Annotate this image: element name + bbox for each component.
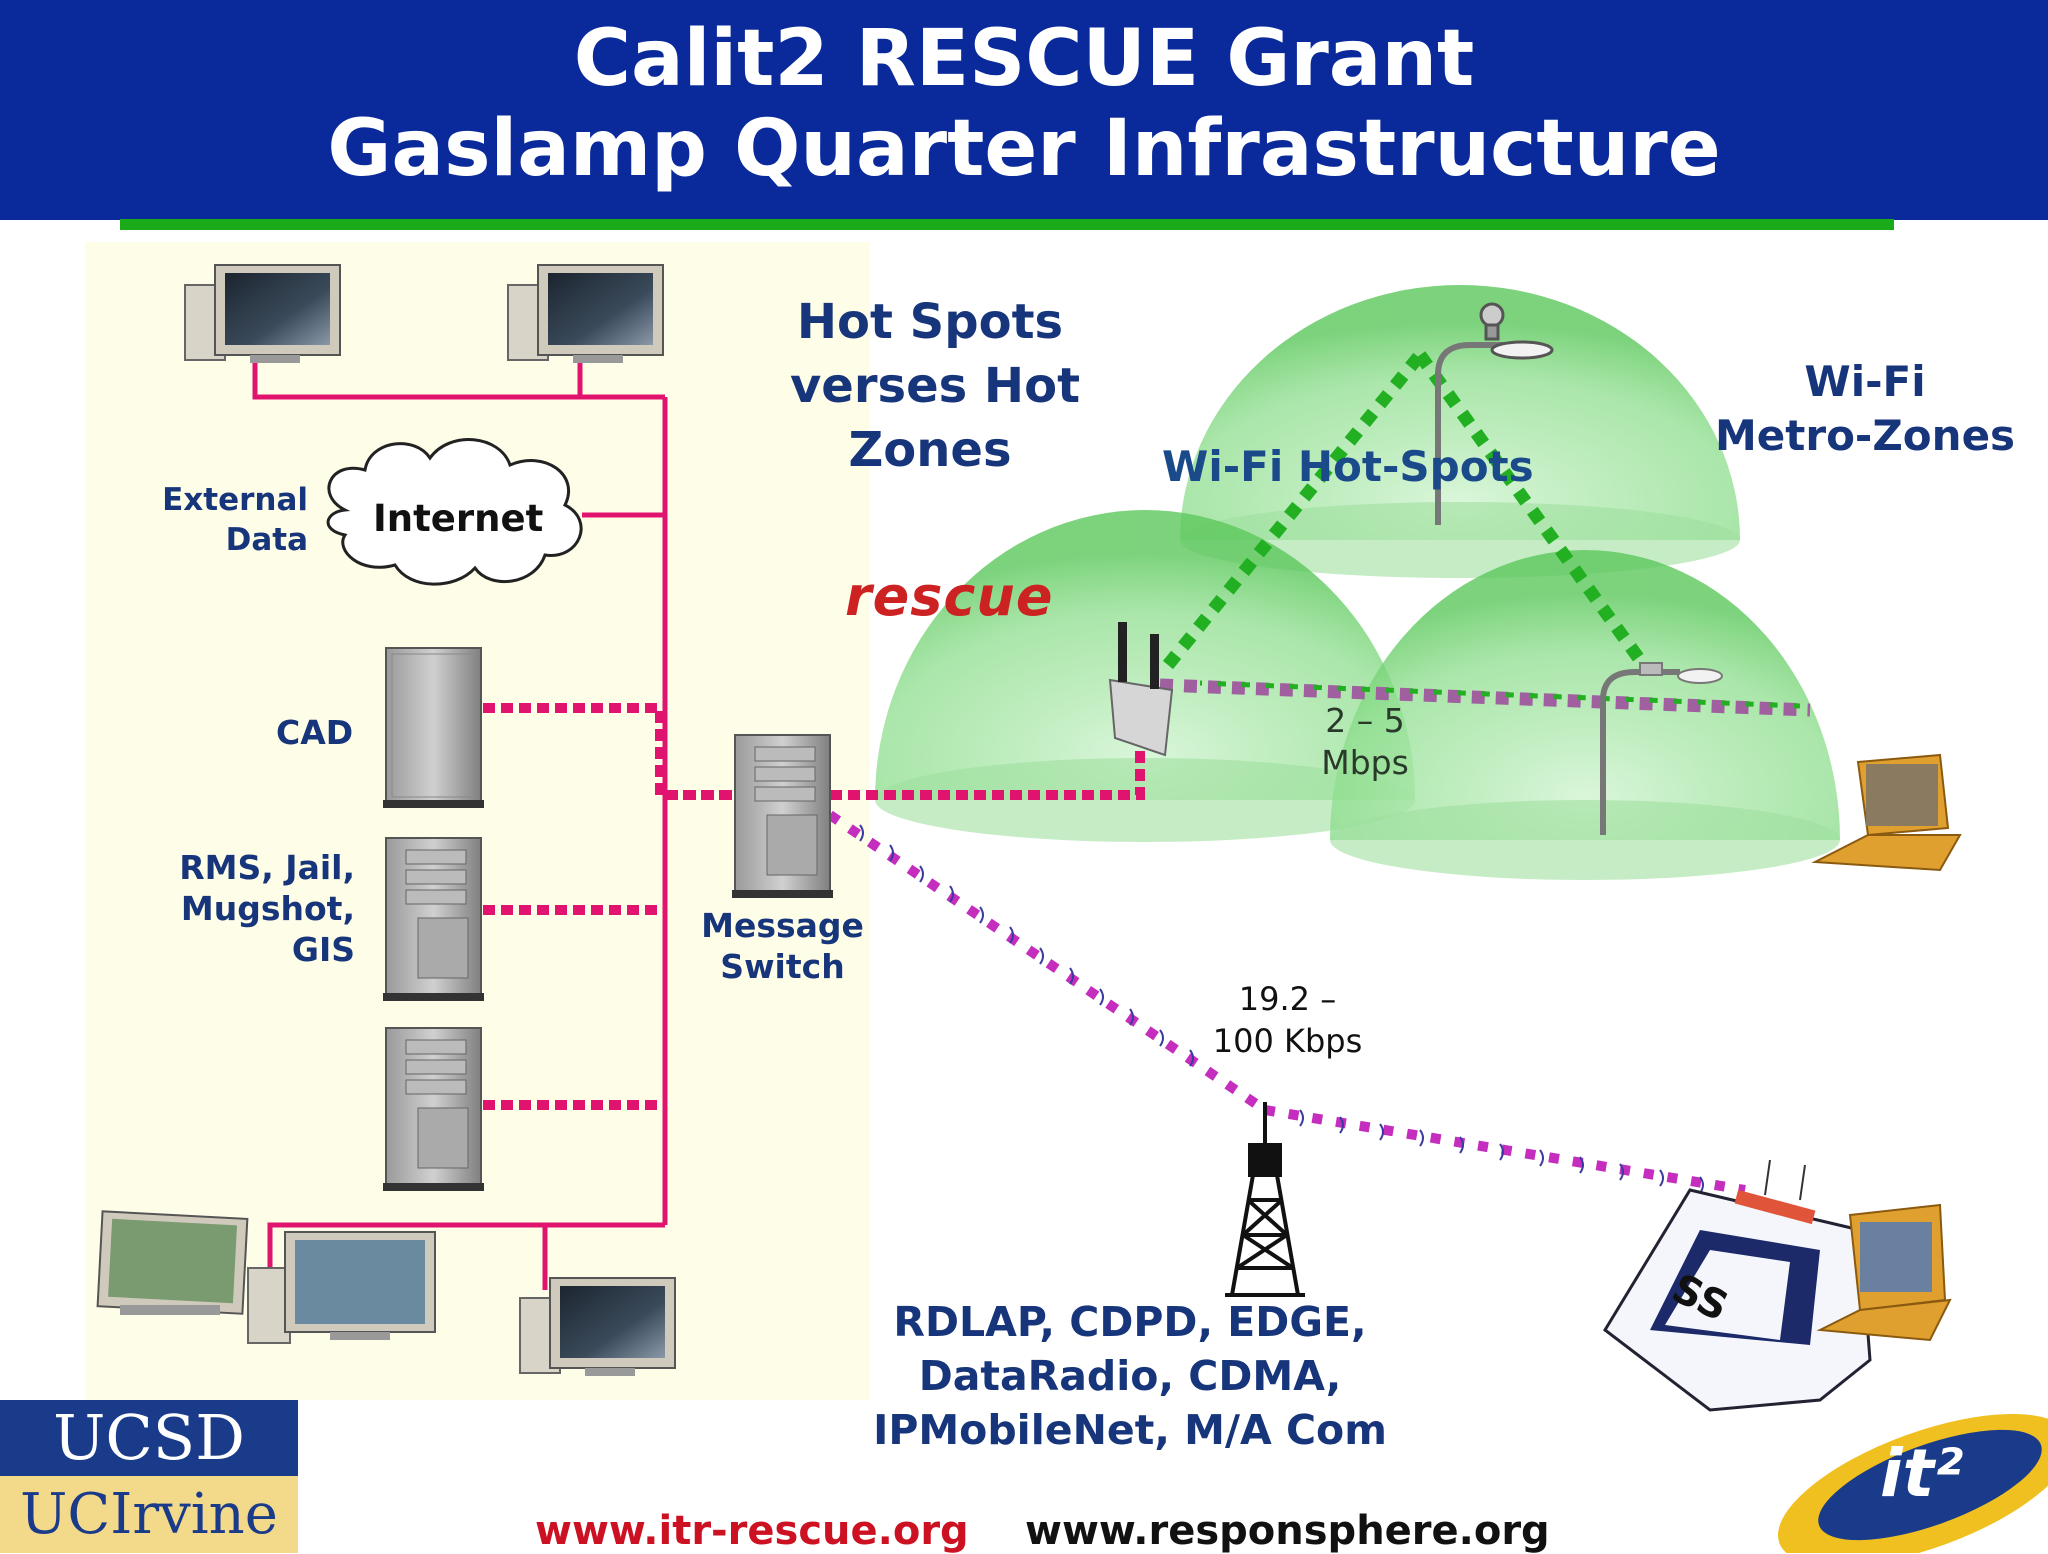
protocols-line-3: IPMobileNet, M/A Com: [873, 1406, 1387, 1454]
wifi-backhaul-line: [1159, 678, 1811, 717]
title-line-1: Calit2 RESCUE Grant: [573, 14, 1475, 104]
rms-line-3: GIS: [291, 930, 355, 969]
workstation-bottom-1: [96, 1210, 249, 1315]
ucsd-uci-logo: UCSD UCIrvine: [0, 1400, 298, 1553]
radio-wave-arcs: [859, 824, 1704, 1194]
hotspots-heading: Hot Spots verses Hot Zones: [790, 290, 1081, 482]
laptop-metro: [1811, 753, 1962, 872]
internet-label: Internet: [373, 497, 544, 540]
ucirvine-logo-text: UCIrvine: [0, 1476, 298, 1553]
cad-server: [382, 647, 485, 809]
radio-speed-label: 19.2 – 100 Kbps: [1200, 978, 1375, 1062]
wifi-access-point: [1108, 622, 1174, 757]
message-switch-line-2: Switch: [720, 947, 845, 986]
external-data-line-2: Data: [225, 522, 308, 558]
wifi-speed-line-1: 2 – 5: [1325, 701, 1405, 740]
cad-label: CAD: [276, 713, 354, 752]
ucsd-logo-text: UCSD: [0, 1400, 298, 1476]
hotspots-line-3: Zones: [848, 422, 1012, 478]
wifi-metro-line-2: Metro-Zones: [1715, 411, 2016, 460]
internet-cloud: [326, 438, 583, 586]
wifi-mesh-lines: [1162, 350, 1646, 670]
wifi-metro-zones-label: Wi-Fi Metro-Zones: [1715, 355, 2015, 463]
it2-logo-text: it²: [1880, 1435, 1964, 1512]
street-lamp-camera: [1435, 302, 1554, 525]
hotspots-line-2: verses Hot: [790, 358, 1081, 414]
rms-server: [382, 837, 485, 1002]
title-line-2: Gaslamp Quarter Infrastructure: [327, 104, 1721, 194]
hotspots-line-1: Hot Spots: [796, 294, 1064, 350]
message-switch-line-1: Message: [701, 906, 864, 945]
wifi-backhaul-green: [1199, 680, 1801, 709]
workstation-bottom-2: [247, 1231, 436, 1344]
radio-speed-line-2: 100 Kbps: [1212, 1022, 1363, 1060]
green-divider: [120, 219, 1894, 230]
rms-line-2: Mugshot,: [180, 889, 355, 928]
external-data-line-1: External: [162, 482, 308, 518]
it2-logo: [1778, 1413, 2048, 1553]
radio-tower: [1225, 1102, 1305, 1297]
police-car: [1603, 1159, 1952, 1412]
message-switch-label: Message Switch: [700, 905, 865, 987]
gis-server: [382, 1027, 485, 1192]
wifi-speed-label: 2 – 5 Mbps: [1305, 700, 1425, 784]
wifi-speed-line-2: Mbps: [1321, 743, 1409, 782]
rescue-logo: rescue: [845, 565, 1054, 628]
wifi-dome-right: [1330, 550, 1840, 880]
rms-line-1: RMS, Jail,: [179, 848, 355, 887]
rms-label: RMS, Jail, Mugshot, GIS: [160, 847, 355, 970]
wifi-dome-top: [1180, 285, 1740, 578]
wifi-hotspots-label: Wi-Fi Hot-Spots: [1162, 442, 1534, 491]
header-banner: Calit2 RESCUE Grant Gaslamp Quarter Infr…: [0, 0, 2048, 220]
itr-rescue-link[interactable]: www.itr-rescue.org: [535, 1508, 969, 1554]
protocols-line-1: RDLAP, CDPD, EDGE,: [893, 1298, 1367, 1346]
external-data-label: External Data: [160, 480, 308, 560]
wifi-metro-line-1: Wi-Fi: [1804, 357, 1926, 406]
street-lamp: [1600, 662, 1723, 835]
protocols-label: RDLAP, CDPD, EDGE, DataRadio, CDMA, IPMo…: [850, 1295, 1410, 1457]
responsphere-link[interactable]: www.responsphere.org: [1025, 1508, 1550, 1554]
radio-speed-line-1: 19.2 –: [1238, 980, 1337, 1018]
message-switch-server: [731, 734, 834, 899]
protocols-line-2: DataRadio, CDMA,: [918, 1352, 1342, 1400]
